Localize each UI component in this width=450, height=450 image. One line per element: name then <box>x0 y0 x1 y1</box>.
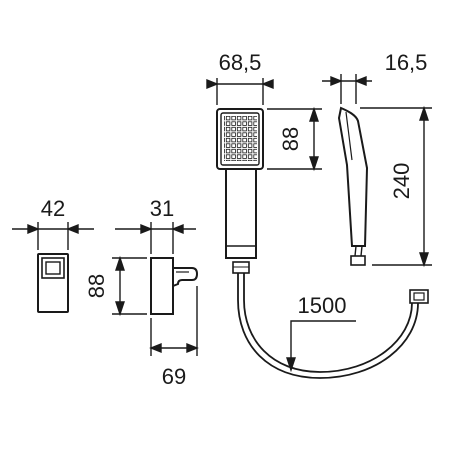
dim-head-width: 68,5 <box>219 50 262 75</box>
dim-head-height: 88 <box>278 127 303 151</box>
dim-holder-width: 31 <box>150 196 174 221</box>
hand-shower-front-view <box>216 108 264 274</box>
dim-wall-width: 42 <box>41 196 65 221</box>
shower-head <box>216 108 264 170</box>
wall-outlet-opening <box>41 257 65 279</box>
wall-outlet <box>37 253 69 313</box>
shower-side-profile <box>337 106 369 247</box>
shower-head-face <box>220 112 260 166</box>
dim-shower-length: 240 <box>389 163 414 200</box>
wall-outlet-body <box>37 253 69 313</box>
dim-hose-length: 1500 <box>298 293 347 318</box>
shower-nozzle-grid <box>224 116 257 161</box>
dim-holder-height: 88 <box>84 274 109 298</box>
dim-holder-projection: 69 <box>162 364 186 389</box>
dim-head-thickness: 16,5 <box>385 50 428 75</box>
shower-holder <box>150 257 199 315</box>
holder-clip <box>172 267 199 287</box>
dimension-lines <box>12 74 432 373</box>
holder-body <box>150 257 174 315</box>
hand-shower-side-view <box>337 106 369 266</box>
shower-handle <box>225 169 257 259</box>
dimension-labels: 68,5 16,5 88 240 42 31 88 69 1500 <box>41 50 428 389</box>
shower-hose <box>237 273 429 379</box>
hose-end-nut <box>409 289 429 304</box>
